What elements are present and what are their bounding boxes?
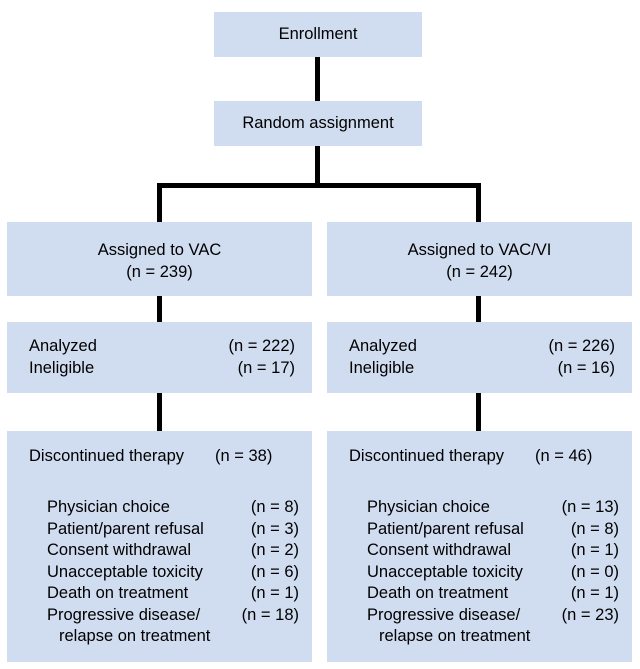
analyzed-row-count: (n = 226): [548, 337, 616, 355]
discontinued-box-vac-vi: Discontinued therapy (n = 46) Physician …: [327, 431, 632, 662]
reason-count: (n = 8): [570, 519, 619, 538]
analyzed-rows-vac: Analyzed (n = 222) Ineligible (n = 17): [29, 336, 295, 379]
reason-label: Consent withdrawal: [47, 541, 191, 559]
reason-row: Unacceptable toxicity (n = 0): [367, 562, 619, 584]
reason-count: (n = 1): [250, 584, 299, 602]
analyzed-row: Analyzed (n = 226): [349, 336, 615, 358]
analyzed-row-count: (n = 16): [557, 358, 615, 377]
connector-vacvi-analyzed-to-discontinued: [476, 393, 481, 433]
reason-continuation-line: relapse on treatment: [59, 627, 211, 645]
analyzed-row-label: Analyzed: [29, 337, 97, 355]
enrollment-box: Enrollment: [214, 12, 422, 57]
assigned-count-vac: (n = 239): [126, 263, 193, 281]
reason-count: (n = 23): [561, 605, 619, 624]
reason-label: Progressive disease/: [47, 605, 201, 624]
analyzed-row: Ineligible (n = 16): [349, 358, 615, 380]
discontinued-label: Discontinued therapy: [29, 447, 185, 465]
reason-label: Progressive disease/: [367, 605, 521, 624]
assigned-box-vac-vi: Assigned to VAC/VI (n = 242): [327, 222, 632, 296]
reason-row: Death on treatment (n = 1): [47, 583, 299, 605]
analyzed-box-vac: Analyzed (n = 222) Ineligible (n = 17): [7, 322, 312, 393]
reason-row: Patient/parent refusal (n = 8): [367, 519, 619, 541]
connector-randomization-stem: [315, 146, 320, 188]
assigned-count-vac-vi: (n = 242): [446, 263, 513, 281]
reason-continuation-line: relapse on treatment: [379, 627, 531, 645]
connector-branch-bar: [157, 183, 481, 188]
analyzed-row-label: Ineligible: [349, 358, 415, 377]
reason-count: (n = 8): [250, 498, 299, 516]
reason-label: Unacceptable toxicity: [47, 562, 203, 581]
discontinued-label: Discontinued therapy: [349, 447, 505, 465]
discontinued-header-vac: Discontinued therapy (n = 38): [29, 445, 295, 467]
reason-row: Unacceptable toxicity (n = 6): [47, 562, 299, 584]
connector-branch-left-drop: [157, 183, 162, 223]
reason-count: (n = 1): [570, 541, 619, 559]
discontinued-count: (n = 46): [535, 447, 593, 465]
analyzed-row: Ineligible (n = 17): [29, 358, 295, 380]
reason-row: Physician choice (n = 8): [47, 497, 299, 519]
discontinued-count: (n = 38): [215, 447, 273, 465]
discontinued-reasons-vac: Physician choice (n = 8) Patient/parent …: [47, 497, 299, 648]
reason-row: Patient/parent refusal (n = 3): [47, 519, 299, 541]
analyzed-row-count: (n = 17): [237, 358, 295, 377]
assigned-box-vac: Assigned to VAC (n = 239): [7, 222, 312, 296]
reason-count: (n = 18): [241, 605, 299, 624]
reason-count: (n = 13): [561, 498, 619, 516]
reason-row: Consent withdrawal (n = 2): [47, 540, 299, 562]
analyzed-row: Analyzed (n = 222): [29, 336, 295, 358]
reason-row: Death on treatment (n = 1): [367, 583, 619, 605]
reason-count: (n = 2): [250, 541, 299, 559]
connector-enrollment-to-randomization: [315, 57, 320, 102]
analyzed-box-vac-vi: Analyzed (n = 226) Ineligible (n = 16): [327, 322, 632, 393]
analyzed-row-label: Ineligible: [29, 358, 95, 377]
reason-row: Physician choice (n = 13): [367, 497, 619, 519]
enrollment-label: Enrollment: [278, 25, 358, 43]
analyzed-row-count: (n = 222): [228, 337, 296, 355]
discontinued-header-vac-vi: Discontinued therapy (n = 46): [349, 445, 615, 467]
reason-label: Consent withdrawal: [367, 541, 511, 559]
reason-count: (n = 0): [570, 562, 619, 581]
reason-label: Physician choice: [47, 498, 170, 516]
random-assignment-label: Random assignment: [242, 114, 394, 132]
reason-row: Progressive disease/ (n = 23): [367, 605, 619, 627]
reason-label: Death on treatment: [367, 584, 509, 602]
connector-branch-right-drop: [476, 183, 481, 223]
analyzed-row-label: Analyzed: [349, 337, 417, 355]
reason-row: Consent withdrawal (n = 1): [367, 540, 619, 562]
random-assignment-box: Random assignment: [214, 101, 422, 146]
connector-vac-analyzed-to-discontinued: [157, 393, 162, 433]
connector-vacvi-assigned-to-analyzed: [476, 296, 481, 324]
connector-vac-assigned-to-analyzed: [157, 296, 162, 324]
reason-label: Patient/parent refusal: [367, 519, 524, 538]
discontinued-box-vac: Discontinued therapy (n = 38) Physician …: [7, 431, 312, 662]
analyzed-rows-vac-vi: Analyzed (n = 226) Ineligible (n = 16): [349, 336, 615, 379]
discontinued-reasons-vac-vi: Physician choice (n = 13) Patient/parent…: [367, 497, 619, 648]
assigned-label-vac-vi: Assigned to VAC/VI: [407, 241, 552, 259]
assigned-label-vac: Assigned to VAC: [97, 241, 222, 259]
reason-count: (n = 3): [250, 519, 299, 538]
reason-label: Death on treatment: [47, 584, 189, 602]
reason-label: Physician choice: [367, 498, 490, 516]
reason-label: Unacceptable toxicity: [367, 562, 523, 581]
reason-label: Patient/parent refusal: [47, 519, 204, 538]
reason-row: Progressive disease/ (n = 18): [47, 605, 299, 627]
reason-count: (n = 6): [250, 562, 299, 581]
reason-count: (n = 1): [570, 584, 619, 602]
